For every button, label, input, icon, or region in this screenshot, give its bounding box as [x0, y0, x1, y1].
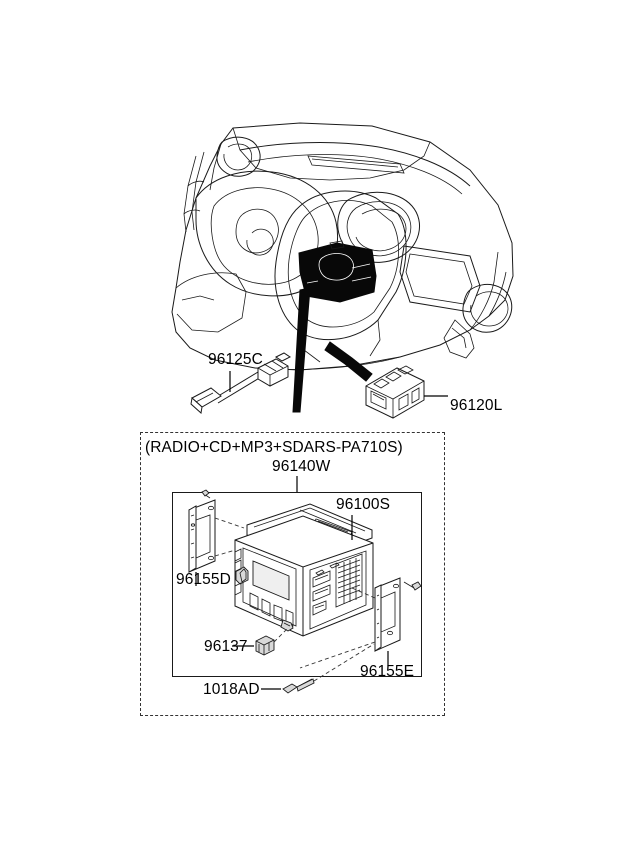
- part-label-96100S: 96100S: [336, 496, 391, 513]
- part-label-96140W: 96140W: [272, 458, 331, 475]
- variant-title: (RADIO+CD+MP3+SDARS-PA710S): [145, 439, 403, 456]
- part-label-1018AD: 1018AD: [203, 681, 260, 698]
- part-96100S-shape: [234, 503, 374, 637]
- part-label-96120L: 96120L: [450, 397, 503, 414]
- part-label-96155E: 96155E: [360, 663, 415, 680]
- radio-assembly-illustration: [188, 476, 422, 694]
- part-96125C-shape: [190, 352, 291, 414]
- part-1018AD-shape: [261, 643, 375, 694]
- part-label-96125C: 96125C: [208, 351, 263, 368]
- part-label-96155D: 96155D: [176, 571, 231, 588]
- part-96155E-shape: [299, 577, 422, 669]
- part-96120L-shape: [324, 341, 448, 419]
- dashboard-illustration: [171, 122, 514, 419]
- part-label-96137: 96137: [204, 638, 248, 655]
- assembly-box: [172, 492, 422, 677]
- part-96137-shape: [232, 627, 289, 656]
- variant-group-box: [140, 432, 445, 716]
- part-96155D-shape: [188, 489, 245, 586]
